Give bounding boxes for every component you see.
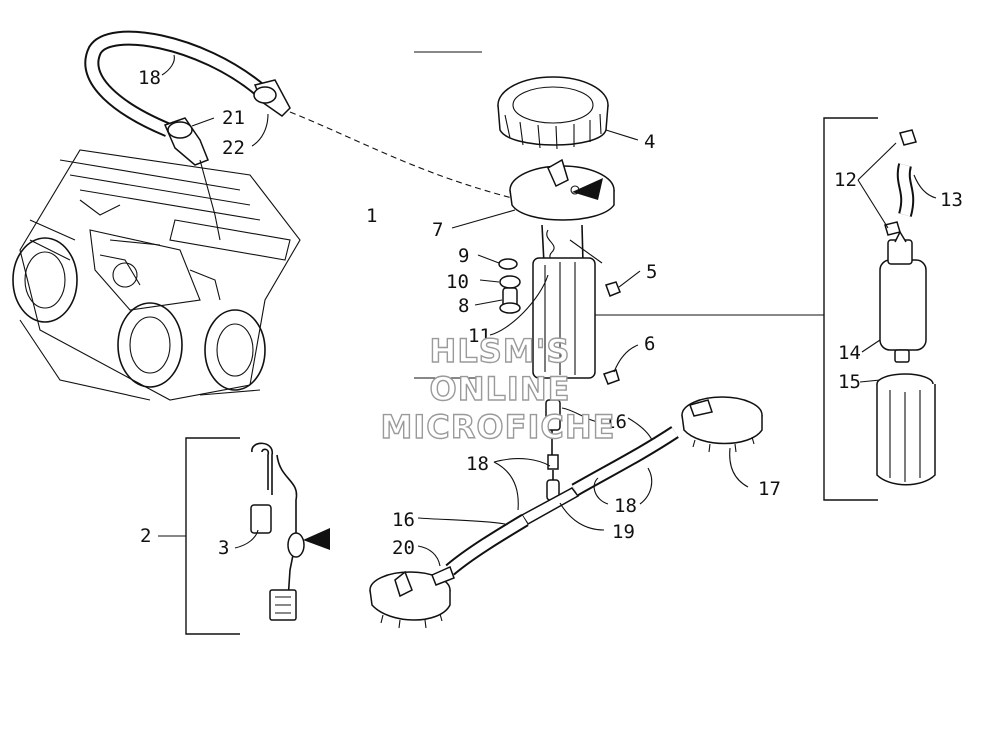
hose-line — [199, 159, 221, 241]
callout-21: 21 — [222, 107, 245, 129]
fuel-hose-18-upper — [84, 30, 265, 137]
o-ring-9 — [498, 258, 518, 270]
callout-16-right: 16 — [604, 411, 627, 433]
callout-labels: 18 21 22 4 1 7 9 10 8 5 11 6 16 18 18 17… — [138, 67, 963, 559]
wiring-harness-3 — [250, 442, 305, 621]
callout-8: 8 — [458, 295, 469, 317]
engine-illustration — [12, 149, 301, 401]
pump-components-bracket — [595, 117, 878, 501]
hose-clamp-12 — [884, 129, 917, 236]
callout-4: 4 — [644, 131, 655, 153]
callout-14: 14 — [838, 342, 861, 364]
callout-3: 3 — [218, 537, 229, 559]
callout-9: 9 — [458, 245, 469, 267]
callout-18-middle: 18 — [466, 453, 489, 475]
callout-12: 12 — [834, 169, 857, 191]
leader-lines — [158, 54, 937, 567]
harness-bracket-2 — [185, 437, 240, 635]
callout-18-top: 18 — [138, 67, 161, 89]
hose-fitting-22 — [253, 79, 291, 117]
pickup-filter-17 — [681, 396, 763, 453]
pump-flange-7 — [509, 158, 615, 221]
hose-clamp-21 — [163, 117, 209, 166]
hose-16-18-right — [571, 426, 679, 497]
callout-13: 13 — [940, 189, 963, 211]
callout-16-left: 16 — [392, 509, 415, 531]
watermark-line-1: HLSM'S — [430, 332, 571, 370]
watermark-line-3: MICROFICHE — [381, 408, 616, 446]
callout-5: 5 — [646, 261, 657, 283]
pump-bracket-spring — [532, 224, 596, 379]
nut-6 — [603, 369, 620, 385]
arrow-marker-harness — [303, 528, 330, 550]
callout-15: 15 — [838, 371, 861, 393]
callout-7: 7 — [432, 219, 443, 241]
callout-18-lower: 18 — [614, 495, 637, 517]
callout-20: 20 — [392, 537, 415, 559]
t-fitting-19 — [520, 487, 580, 525]
nut-5 — [605, 281, 621, 297]
callout-10: 10 — [446, 271, 469, 293]
callout-22: 22 — [222, 137, 245, 159]
hose-route-dashed — [289, 111, 521, 201]
arrow-marker-flange — [572, 178, 603, 200]
callout-11: 11 — [468, 325, 491, 347]
hose-13 — [896, 163, 915, 217]
lock-ring-4 — [497, 76, 609, 150]
callout-6: 6 — [644, 333, 655, 355]
hose-16-20-left — [445, 513, 529, 576]
callout-17: 17 — [758, 478, 781, 500]
pickup-line — [545, 378, 561, 501]
o-ring-10 — [499, 275, 521, 289]
callout-2: 2 — [140, 525, 151, 547]
pump-housing-15 — [876, 373, 936, 486]
watermark: HLSM'S ONLINE MICROFICHE — [380, 331, 616, 446]
watermark-line-2: ONLINE — [430, 370, 571, 408]
pickup-filter-20 — [369, 565, 455, 629]
fuel-pump-14 — [879, 230, 927, 363]
callout-1: 1 — [366, 205, 377, 227]
callout-19: 19 — [612, 521, 635, 543]
fitting-8 — [499, 287, 521, 314]
